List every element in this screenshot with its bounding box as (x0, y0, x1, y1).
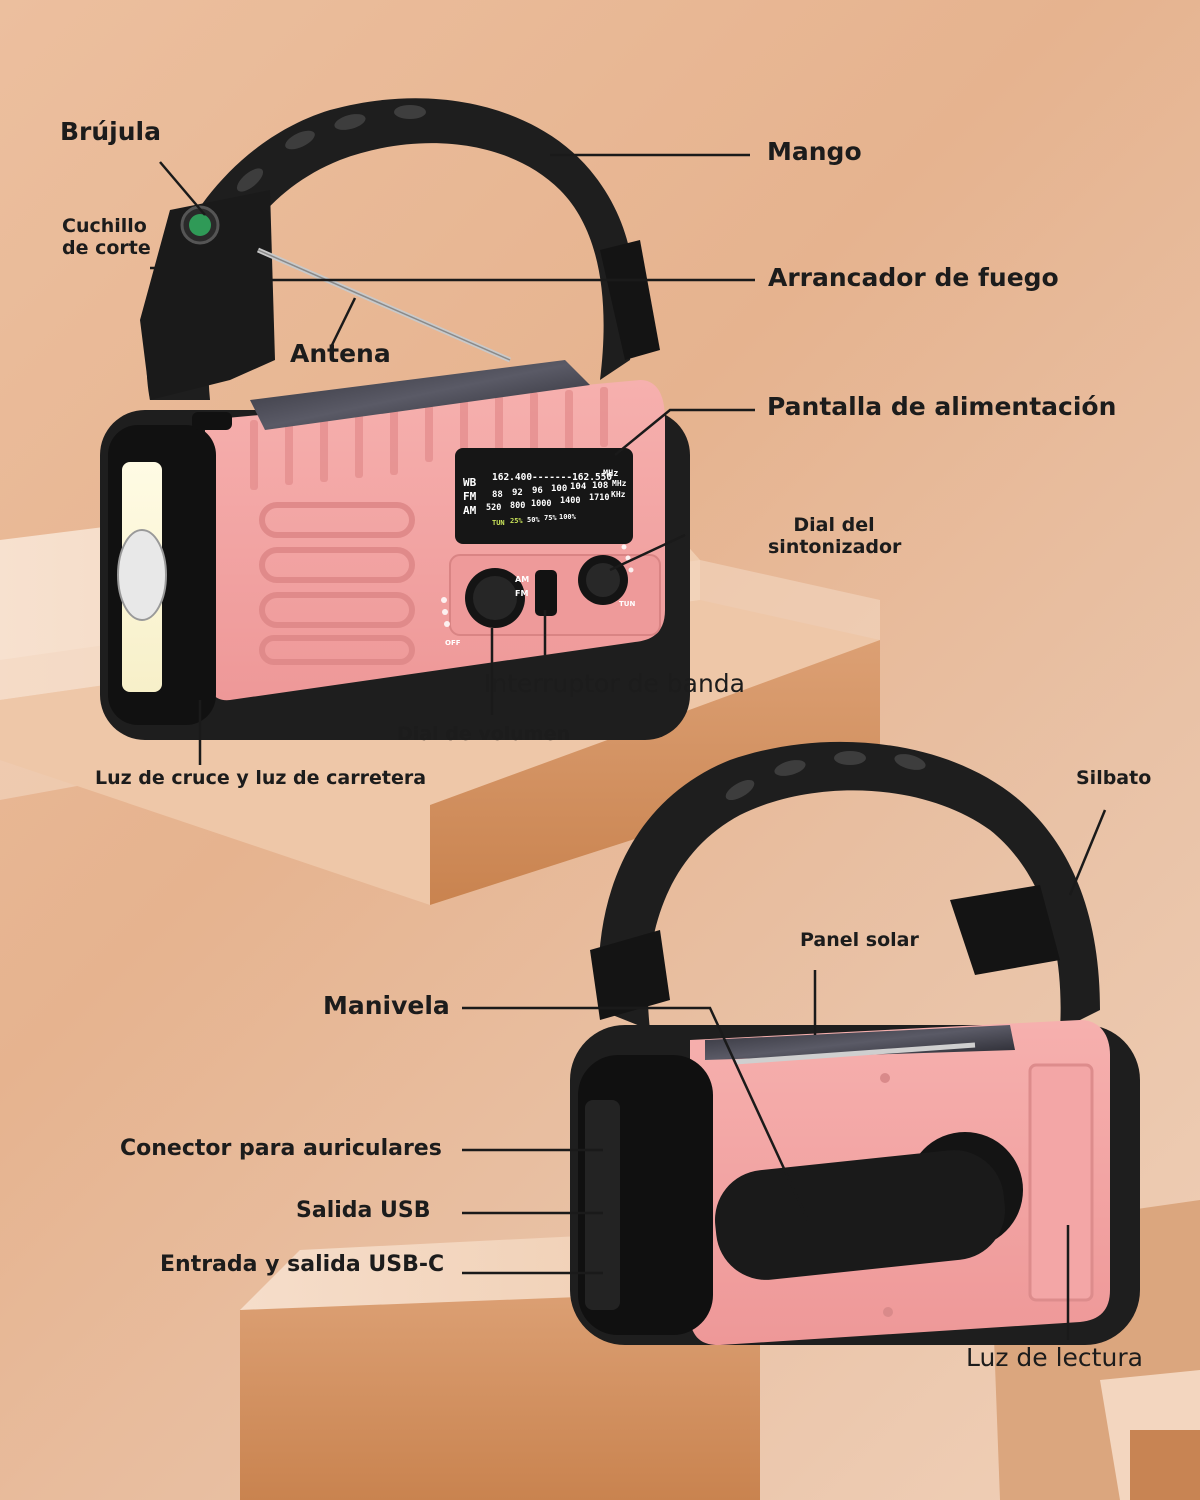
label-usb-output: Salida USB (296, 1198, 431, 1223)
label-whistle: Silbato (1076, 767, 1152, 789)
display-tun-label: TUN (492, 519, 505, 527)
label-crank: Manivela (323, 991, 450, 1020)
label-tuner-dial: Dial del sintonizador (768, 514, 902, 558)
label-compass: Brújula (60, 117, 161, 146)
display-fm-v2: 96 (532, 486, 543, 496)
label-dipped-main-beam: Luz de cruce y luz de carretera (95, 767, 427, 789)
label-band-switch: Interruptor de banda (484, 669, 745, 698)
display-am-v0: 520 (486, 503, 501, 513)
label-volume-dial: Dial de volumen (397, 723, 571, 745)
display-am-unit: KHz (611, 490, 626, 499)
display-fm-v0: 88 (492, 490, 503, 500)
display-level-50: 50% (527, 516, 540, 524)
band-fm-mark: FM (515, 589, 528, 598)
label-antenna: Antena (290, 339, 391, 368)
volume-off-mark: OFF (445, 639, 461, 647)
label-reading-light: Luz de lectura (966, 1343, 1143, 1372)
display-level-25: 25% (510, 517, 523, 525)
label-solar-panel: Panel solar (800, 929, 919, 951)
frequency-display: WB 162.400-------162.550 MHz FM 88 92 96… (463, 469, 627, 527)
knob-marks: AM FM OFF TUN (445, 575, 635, 647)
tuner-tun-mark: TUN (619, 600, 635, 608)
display-fm-v5: 108 (592, 481, 608, 491)
label-fire-starter: Arrancador de fuego (768, 263, 1059, 292)
label-handle: Mango (767, 137, 862, 166)
display-fm-v3: 100 (551, 484, 567, 494)
display-fm-v1: 92 (512, 488, 523, 498)
display-am-v3: 1400 (560, 496, 580, 506)
display-level-100: 100% (559, 513, 577, 521)
display-am-v2: 1000 (531, 499, 551, 509)
label-cutting-knife: Cuchillo de corte (62, 215, 151, 259)
label-usbc-io: Entrada y salida USB-C (160, 1252, 445, 1277)
leader-lines (150, 153, 1107, 1340)
label-headphone-jack: Conector para auriculares (120, 1136, 442, 1161)
band-am-mark: AM (515, 575, 529, 584)
display-fm-v4: 104 (570, 482, 587, 492)
radio-rear-view (570, 741, 1140, 1346)
label-power-display: Pantalla de alimentación (767, 392, 1117, 421)
display-wb-unit: MHz (603, 469, 618, 479)
display-am-band: AM (463, 504, 477, 517)
display-wb-band: WB (463, 476, 477, 489)
display-am-v1: 800 (510, 501, 525, 511)
display-wb-scale: 162.400-------162.550 (492, 472, 612, 483)
display-fm-band: FM (463, 490, 477, 503)
radio-front-view (100, 98, 690, 740)
display-am-v4: 1710 (589, 493, 609, 503)
display-level-75: 75% (544, 514, 557, 522)
display-fm-unit: MHz (612, 479, 627, 488)
